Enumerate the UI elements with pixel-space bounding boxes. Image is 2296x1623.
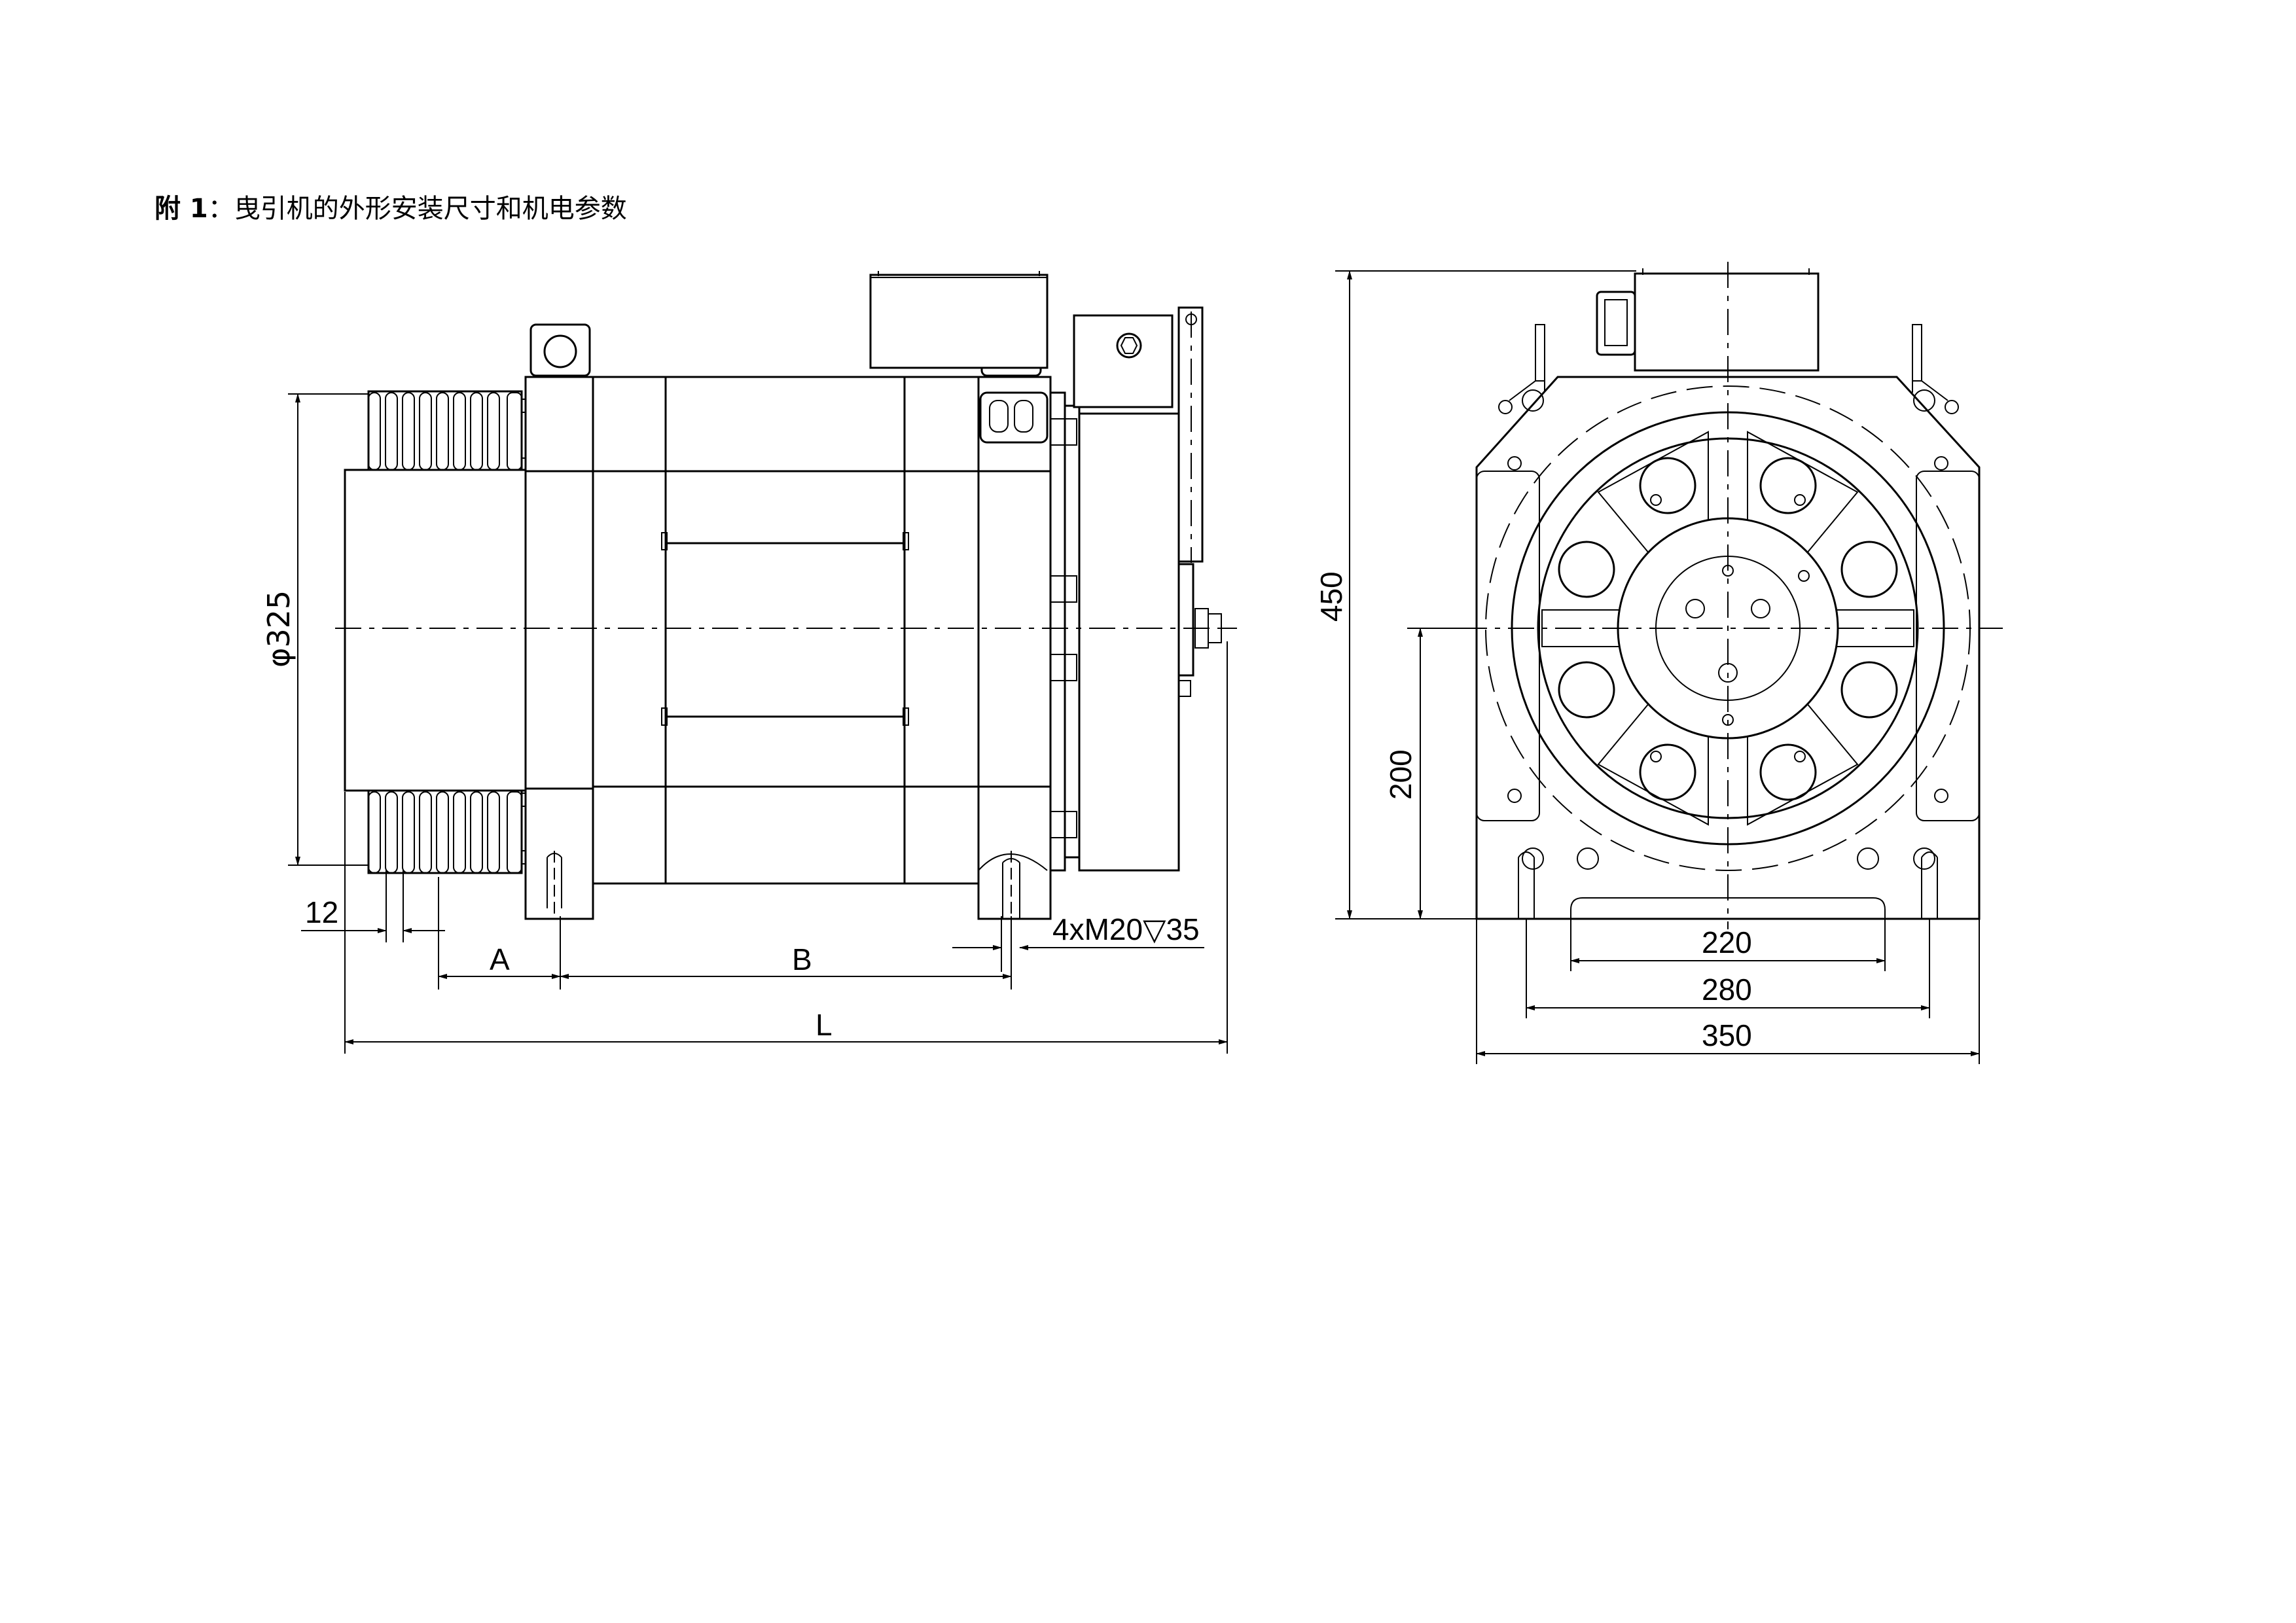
front-flange xyxy=(524,323,594,920)
dim-groove-pitch: 12 xyxy=(301,870,445,942)
bolt-note: 4xM20▽35 xyxy=(952,912,1204,972)
front-terminal-box xyxy=(1596,268,1820,372)
dim-axis-height: 200 xyxy=(1384,628,1477,919)
dim-width-350-label: 350 xyxy=(1702,1018,1752,1052)
dim-base-220-label: 220 xyxy=(1702,925,1752,959)
dim-sheave-diameter-label: φ325 xyxy=(261,590,296,668)
caption-lead: 附 1 xyxy=(154,194,208,224)
dim-a-label: A xyxy=(490,942,510,976)
front-brackets xyxy=(1498,324,1959,414)
dim-groove-pitch-label: 12 xyxy=(305,895,338,929)
brake-assembly xyxy=(1049,306,1230,872)
dim-axis-height-label: 200 xyxy=(1384,749,1418,800)
dim-front-height-label: 450 xyxy=(1314,571,1348,622)
terminal-box xyxy=(869,271,1049,369)
side-view: φ325 12 A B 4xM20▽35 xyxy=(261,271,1237,1054)
motor-body xyxy=(592,376,980,885)
front-corner-bolts xyxy=(1507,389,1948,870)
rear-housing xyxy=(977,323,1052,920)
dim-base-280: 280 xyxy=(1526,919,1930,1018)
dim-overall-length: L xyxy=(344,641,1228,1054)
dim-base-280-label: 280 xyxy=(1702,972,1752,1007)
front-base xyxy=(1518,847,1938,919)
front-view: 450 200 220 280 350 xyxy=(1314,262,2003,1064)
front-spokes xyxy=(1541,431,1914,826)
dim-front-height: 450 xyxy=(1314,270,1636,919)
dim-b-label: B xyxy=(792,942,812,976)
sheave-grooves-top xyxy=(367,390,530,472)
sheave-cylinder xyxy=(344,469,527,792)
drawing-caption: 附 1：曳引机的外形安装尺寸和机电参数 xyxy=(154,187,627,225)
caption-text: ：曳引机的外形安装尺寸和机电参数 xyxy=(207,194,627,224)
front-hub-bolts xyxy=(1685,565,1810,726)
dim-base-220: 220 xyxy=(1570,919,1886,971)
sheave-grooves-bottom xyxy=(367,789,530,874)
dim-sheave-diameter: φ325 xyxy=(261,393,368,866)
dim-a-b: A B xyxy=(438,877,1012,990)
dim-width-350: 350 xyxy=(1476,919,1980,1064)
bolt-note-label: 4xM20▽35 xyxy=(1052,912,1200,946)
dim-overall-length-label: L xyxy=(816,1008,833,1042)
